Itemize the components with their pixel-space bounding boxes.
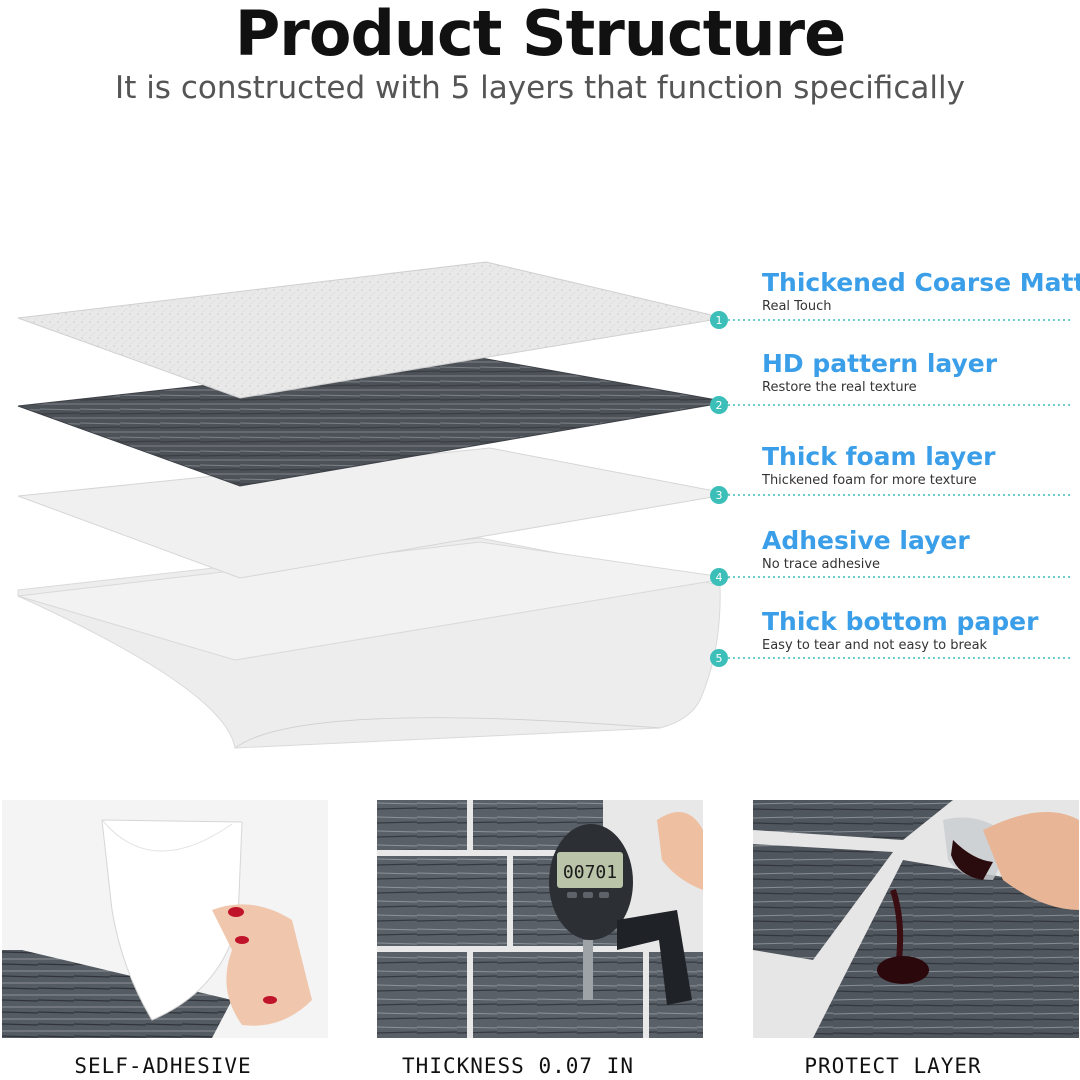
layer-marker-3: 3: [710, 486, 728, 504]
svg-text:1: 1: [716, 314, 723, 327]
layer-description: Thickened foam for more texture: [762, 473, 977, 488]
layer-stack-illustration: 1 2 3 4 5: [17, 261, 1070, 749]
caption-thickness: THICKNESS 0.07 IN: [402, 1054, 634, 1078]
layer-label-5: Thick bottom paper Easy to tear and not …: [762, 607, 1080, 655]
layer-name: Thickened Coarse Matte: [762, 268, 1080, 297]
layer-description: No trace adhesive: [762, 557, 881, 572]
layer-marker-4: 4: [710, 568, 728, 586]
layer-description: Real Touch: [762, 299, 832, 314]
gauge-reading: 00701: [563, 862, 617, 883]
page-subtitle: It is constructed with 5 layers that fun…: [115, 70, 965, 106]
caption-self-adhesive: SELF-ADHESIVE: [74, 1054, 252, 1078]
svg-text:2: 2: [716, 399, 723, 412]
layer-marker-2: 2: [710, 396, 728, 414]
layer-label-4: Adhesive layer No trace adhesive: [762, 526, 1080, 574]
layer-name: Thick foam layer: [762, 442, 996, 471]
layer-label-1: Thickened Coarse Matte Real Touch: [762, 268, 1080, 316]
svg-text:5: 5: [716, 652, 723, 665]
layer-description: Easy to tear and not easy to break: [762, 638, 988, 653]
layer-label-2: HD pattern layer Restore the real textur…: [762, 349, 1080, 397]
photo-self-adhesive: [2, 800, 328, 1038]
layer-marker-5: 5: [710, 649, 728, 667]
photo-thickness: 00701: [377, 800, 703, 1038]
svg-text:3: 3: [716, 489, 723, 502]
layer-name: Adhesive layer: [762, 526, 970, 555]
layer-marker-1: 1: [710, 311, 728, 329]
photo-protect-layer: [753, 800, 1079, 1038]
layer-label-3: Thick foam layer Thickened foam for more…: [762, 442, 1080, 490]
layer-name: Thick bottom paper: [762, 607, 1039, 636]
caption-protect-layer: PROTECT LAYER: [804, 1054, 982, 1078]
layer-description: Restore the real texture: [762, 380, 917, 395]
page-title: Product Structure: [234, 0, 846, 70]
svg-text:4: 4: [716, 571, 723, 584]
layer-name: HD pattern layer: [762, 349, 998, 378]
